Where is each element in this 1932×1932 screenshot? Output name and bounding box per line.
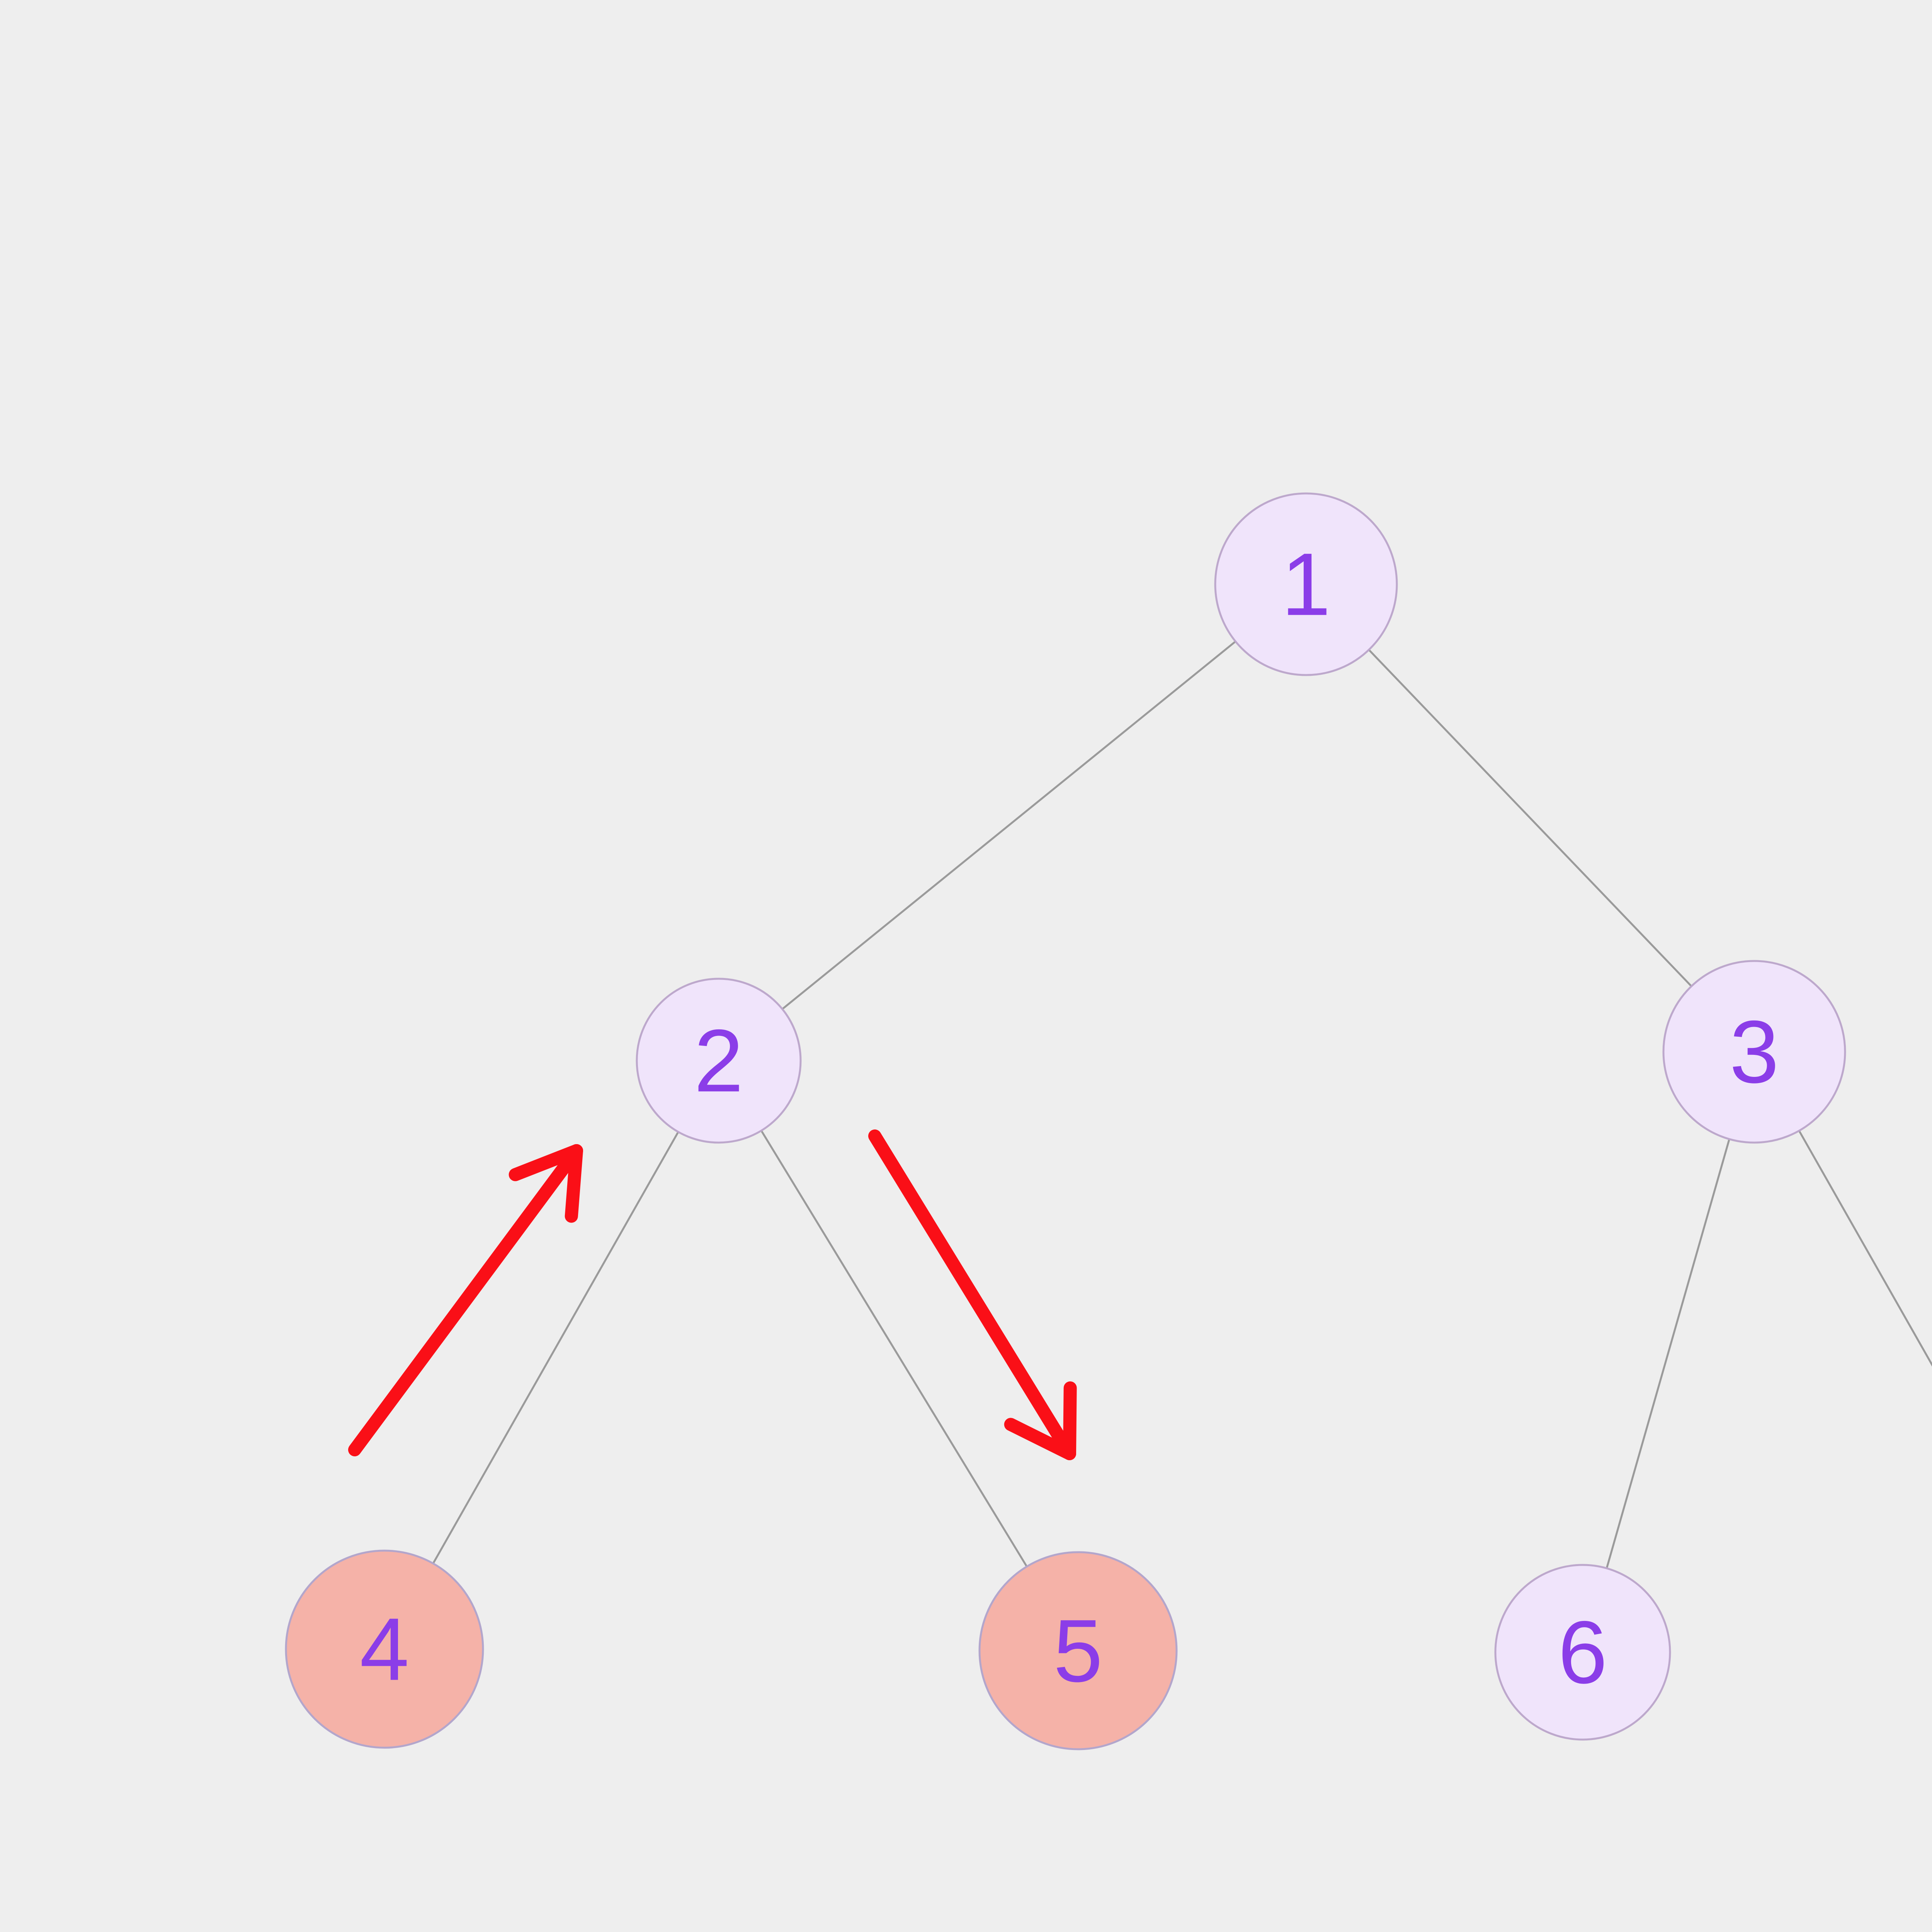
node-label-3: 3	[1730, 1002, 1779, 1102]
arrow-to-node-2	[348, 1144, 583, 1456]
node-circle-5[interactable]	[978, 1551, 1178, 1750]
arrow-to-node-2-barb-2	[509, 1144, 583, 1181]
arrow-to-node-5	[868, 1129, 1077, 1460]
arrow-to-node-2-shaft	[348, 1144, 583, 1456]
arrow-to-node-5-barb-1	[1004, 1418, 1076, 1460]
tree-node-1[interactable]: 1	[1214, 492, 1398, 676]
tree-edge-n1-n2	[782, 641, 1236, 1010]
node-circle-4[interactable]	[285, 1549, 484, 1749]
tree-edge-n3-n7	[1798, 1131, 1932, 1367]
tree-node-2[interactable]: 2	[636, 978, 802, 1144]
tree-edge-n3-n6	[1606, 1139, 1730, 1568]
tree-edge-n2-n4	[432, 1132, 679, 1563]
tree-node-5[interactable]: 5	[978, 1551, 1178, 1750]
node-circle-6[interactable]	[1494, 1564, 1671, 1741]
node-circle-3[interactable]	[1662, 960, 1846, 1144]
node-circle-2[interactable]	[636, 978, 802, 1144]
arrow-to-node-2-barb-1	[565, 1144, 583, 1223]
annotation-layer	[348, 1129, 1077, 1460]
node-label-4: 4	[360, 1600, 409, 1699]
node-label-2: 2	[694, 1011, 743, 1111]
node-label-1: 1	[1281, 535, 1331, 634]
tree-node-4[interactable]: 4	[285, 1549, 484, 1749]
edge-layer	[432, 641, 1932, 1568]
arrow-to-node-5-shaft	[868, 1129, 1076, 1460]
node-label-5: 5	[1053, 1601, 1103, 1701]
tree-node-6[interactable]: 6	[1494, 1564, 1671, 1741]
node-layer: 1234567	[285, 492, 1846, 1750]
tree-node-3[interactable]: 3	[1662, 960, 1846, 1144]
node-label-6: 6	[1558, 1603, 1607, 1702]
tree-edge-n2-n5	[761, 1131, 1027, 1566]
tree-edge-n1-n3	[1369, 650, 1692, 986]
node-circle-1[interactable]	[1214, 492, 1398, 676]
